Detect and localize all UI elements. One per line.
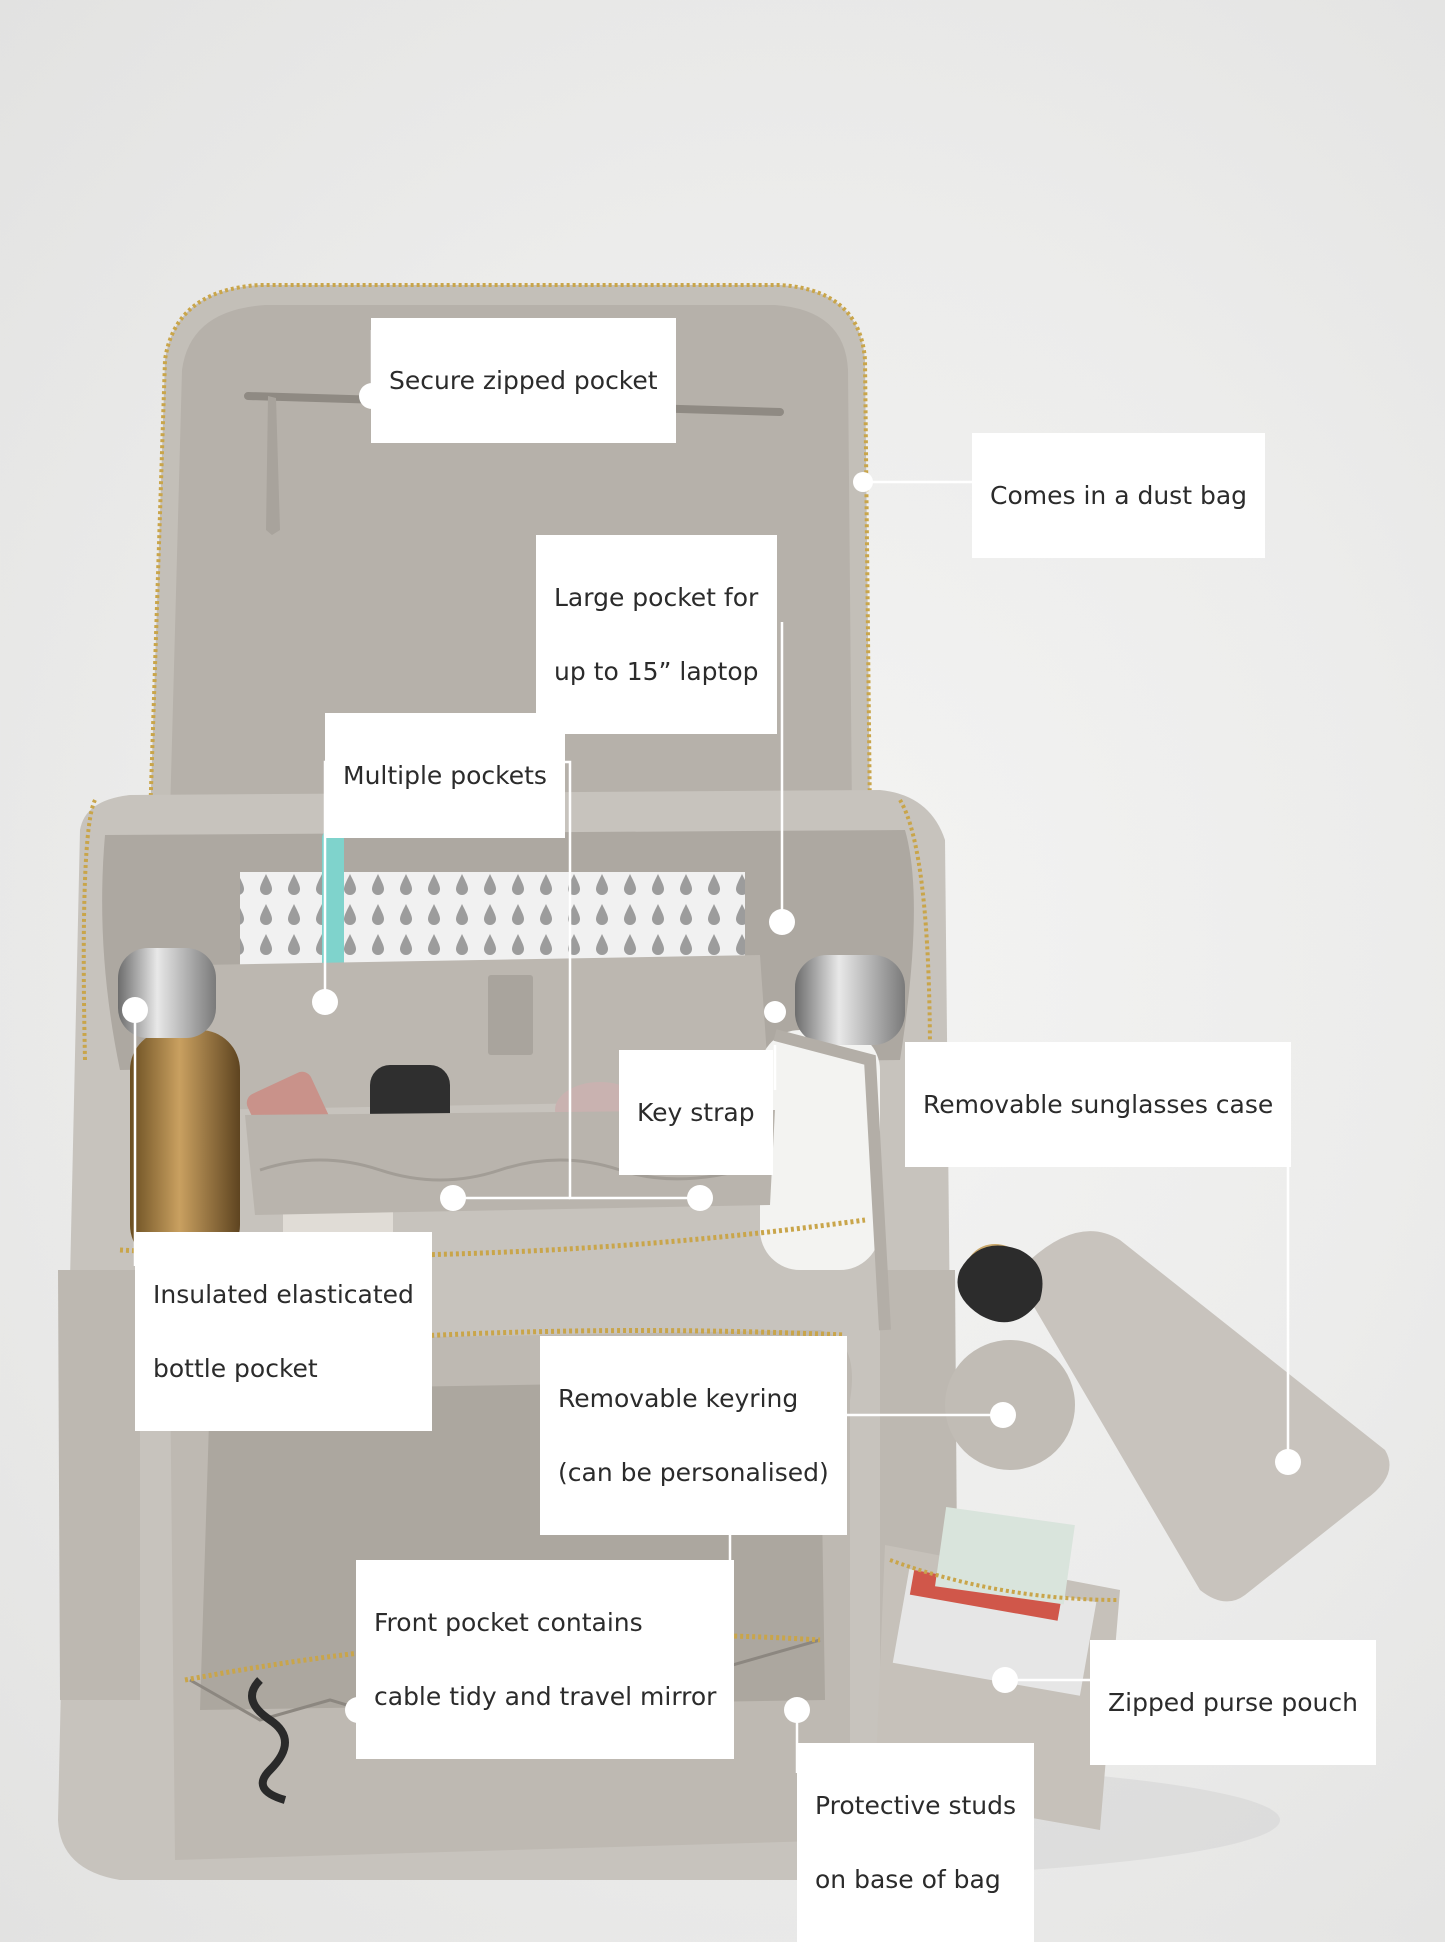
white-bottle-cap — [795, 955, 905, 1045]
banknote — [935, 1507, 1075, 1605]
gold-bottle — [130, 1030, 240, 1265]
key-strap — [773, 1029, 891, 1331]
callout-dot-multiple-3 — [687, 1185, 713, 1211]
sunglasses — [957, 1245, 1043, 1323]
lid-zip-pull — [266, 396, 280, 535]
sunglasses-case — [1030, 1231, 1390, 1602]
callout-dot-keyring — [990, 1402, 1016, 1428]
callout-dot-sunglasses — [1275, 1449, 1301, 1475]
cable — [248, 1677, 289, 1804]
callout-dot-laptop — [769, 909, 795, 935]
body-zip — [81, 799, 97, 1061]
callout-dot-studs — [784, 1697, 810, 1723]
label-purse-pouch: Zipped purse pouch — [1090, 1640, 1376, 1765]
callout-dot-purse — [992, 1667, 1018, 1693]
white-bottle — [760, 1030, 880, 1270]
gold-bottle-cap — [118, 948, 216, 1038]
label-dust-bag: Comes in a dust bag — [972, 433, 1266, 558]
callout-dot-multiple-2 — [440, 1185, 466, 1211]
label-key-strap: Key strap — [619, 1050, 773, 1175]
pocket-tab — [488, 975, 533, 1055]
callout-line-multiple — [323, 760, 700, 1200]
callout-dot-dust — [853, 472, 873, 492]
callout-dot-multiple-1 — [312, 989, 338, 1015]
label-laptop-pocket: Large pocket for up to 15” laptop — [536, 535, 777, 734]
label-front-pocket: Front pocket contains cable tidy and tra… — [356, 1560, 735, 1759]
purse-zip — [889, 1558, 1119, 1602]
callout-dot-keystrap — [764, 1001, 786, 1023]
label-sunglasses-case: Removable sunglasses case — [905, 1042, 1292, 1167]
callout-dot-bottle — [122, 997, 148, 1023]
label-multiple-pockets: Multiple pockets — [325, 713, 565, 838]
label-protective-studs: Protective studs on base of bag — [797, 1743, 1035, 1942]
left-side-pocket — [58, 1270, 140, 1700]
label-secure-zipped-pocket: Secure zipped pocket — [371, 318, 676, 443]
label-keyring: Removable keyring (can be personalised) — [540, 1336, 847, 1535]
label-bottle-pocket: Insulated elasticated bottle pocket — [135, 1232, 432, 1431]
lid-zip — [148, 283, 872, 821]
